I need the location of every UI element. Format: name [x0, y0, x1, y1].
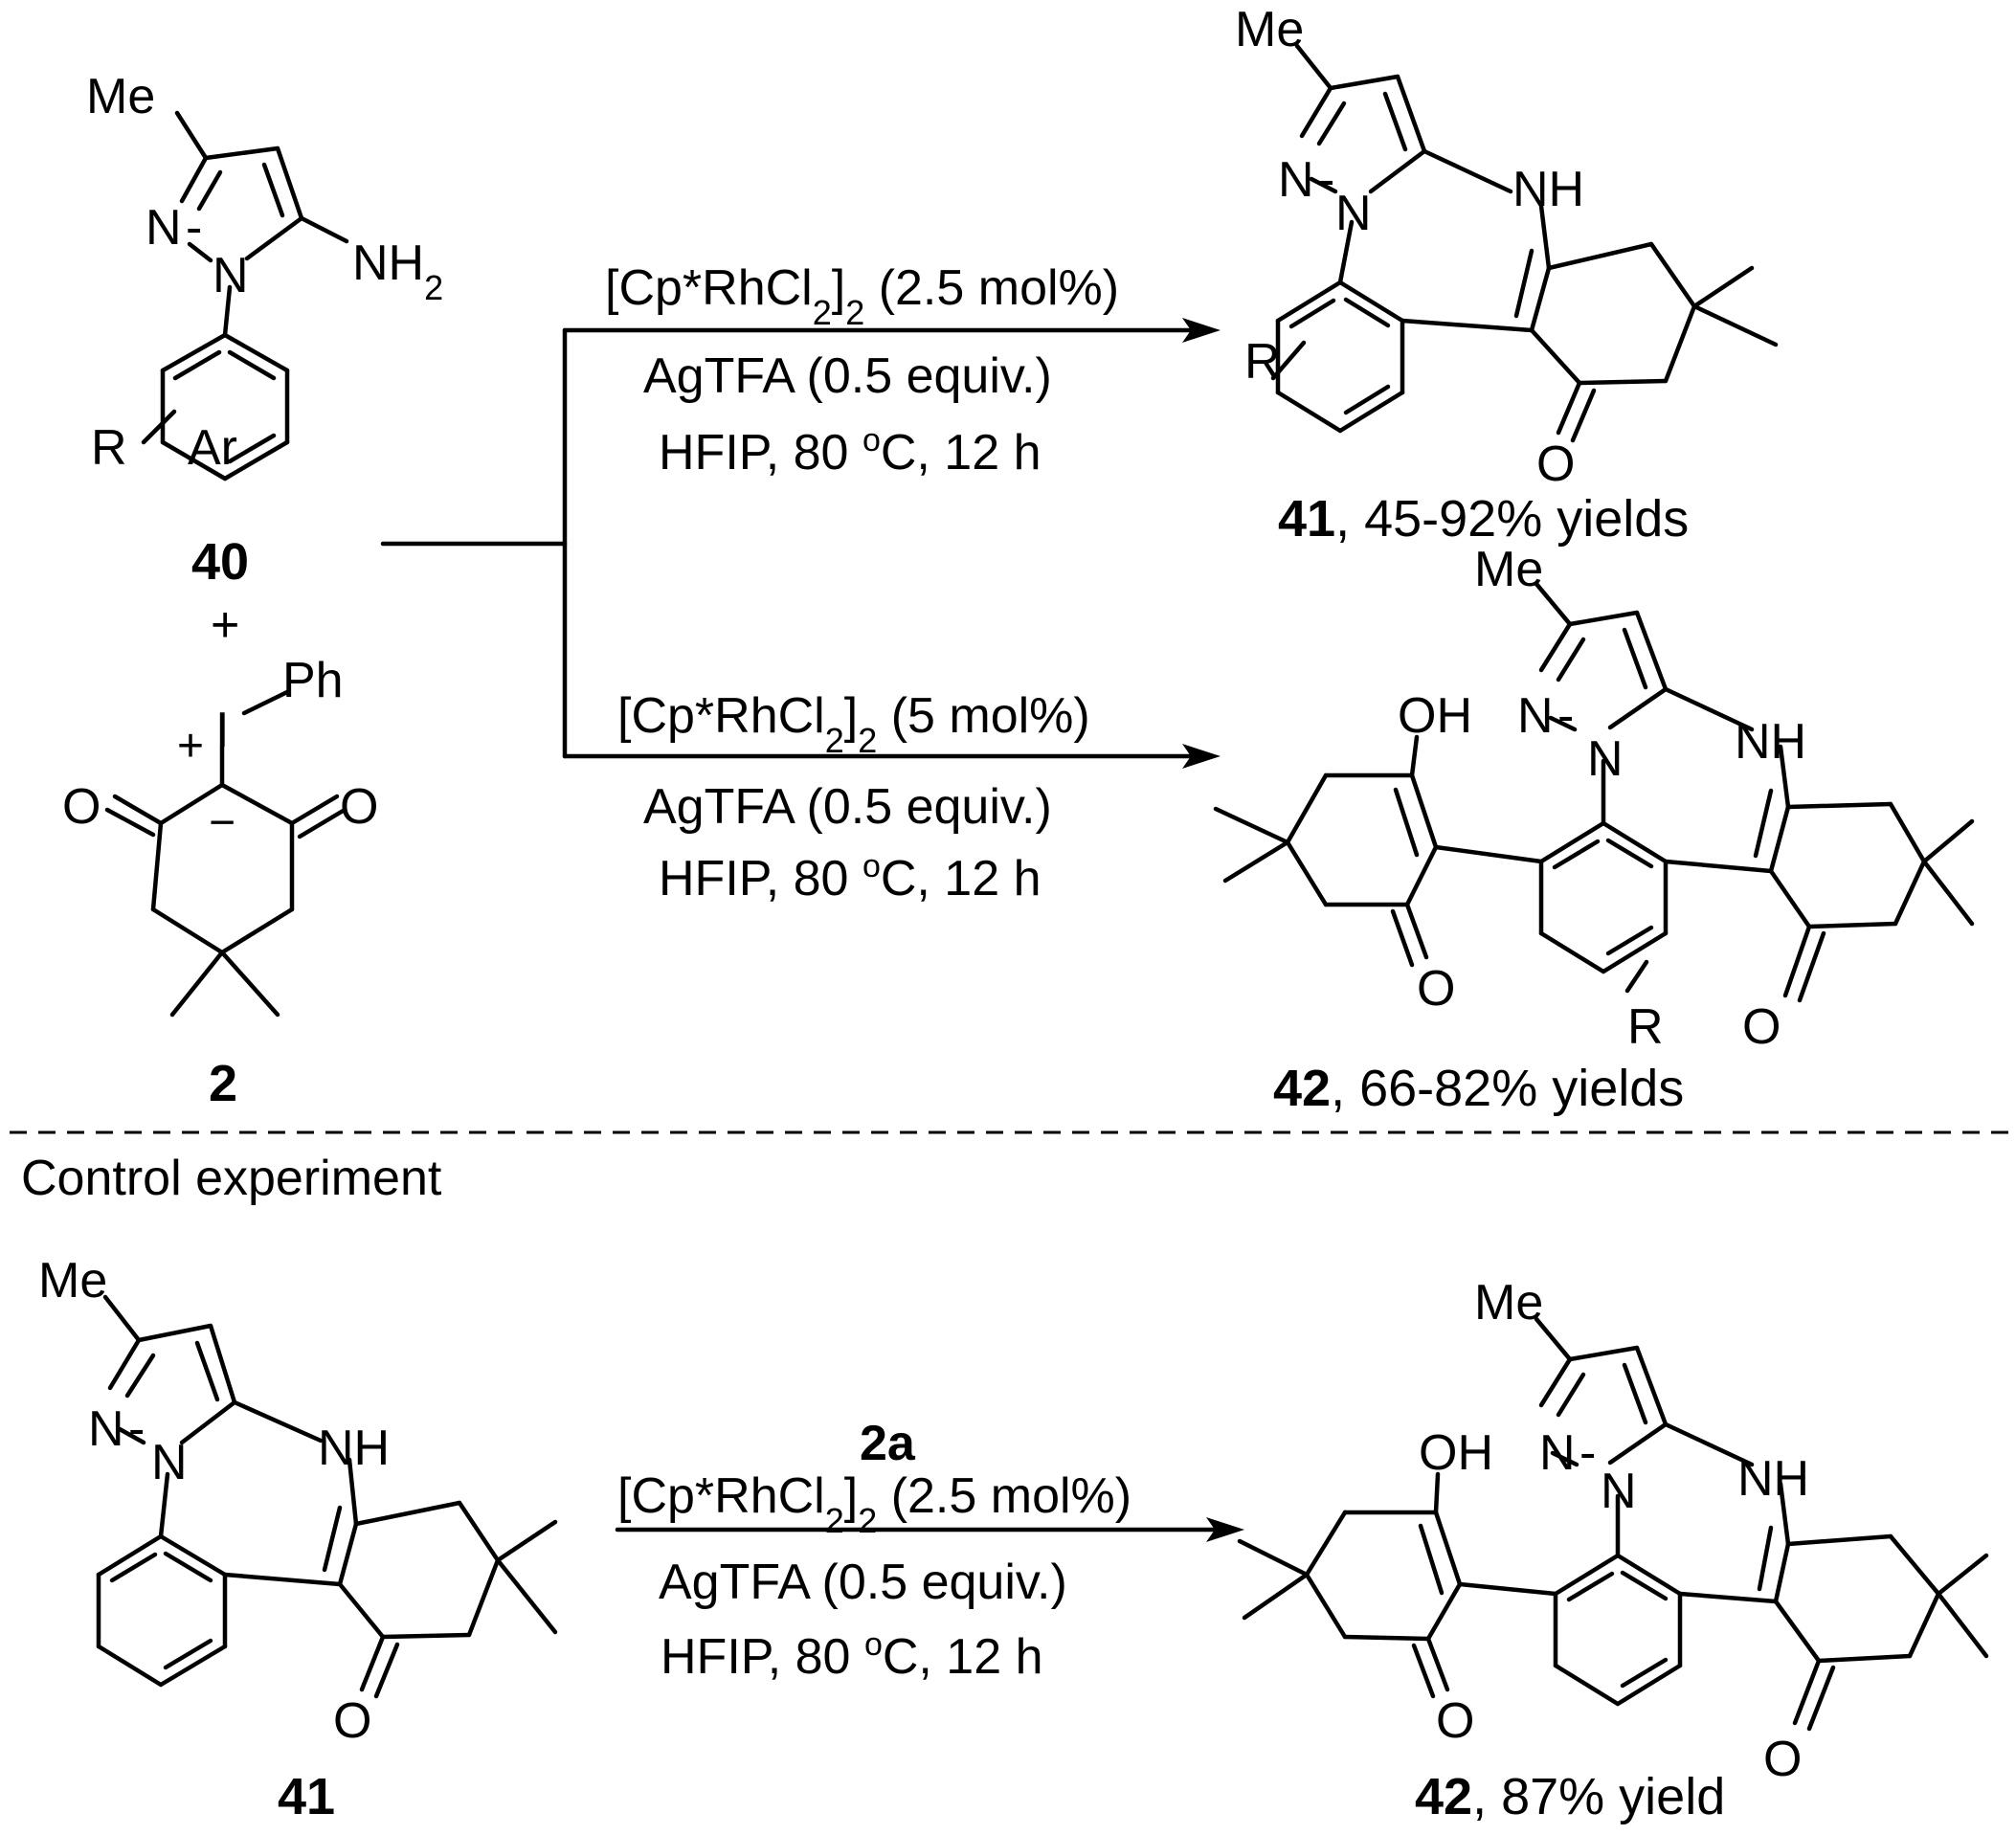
bottom-additive: AgTFA (0.5 equiv.): [659, 1555, 1067, 1610]
label-bond-dash: -: [1557, 688, 1574, 744]
label-me: Me: [38, 1253, 107, 1309]
label-me: Me: [1474, 1275, 1543, 1331]
compound-label-2: 2: [209, 1055, 237, 1112]
top-additive: AgTFA (0.5 equiv.): [643, 348, 1052, 404]
label-minus-charge: −: [209, 797, 235, 848]
label-r: R: [1244, 334, 1281, 390]
label-o: O: [333, 1693, 371, 1749]
label-r: R: [1627, 999, 1664, 1055]
label-ar: Ar: [188, 420, 237, 476]
middle-catalyst: [Cp*RhCl2]2 (5 mol%): [617, 688, 1090, 760]
label-o: O: [1763, 1732, 1802, 1787]
label-o: O: [1417, 961, 1455, 1017]
label-plus-charge: +: [177, 721, 204, 772]
label-o: O: [1536, 436, 1575, 492]
label-n: N: [88, 1401, 124, 1457]
label-bond-dash: -: [1579, 1425, 1596, 1481]
compound-41-caption: 41, 45-92% yields: [1278, 490, 1689, 548]
label-n: N: [213, 248, 249, 303]
label-n: N: [1335, 186, 1372, 241]
label-me: Me: [86, 69, 155, 124]
compound-41-structure: [1270, 43, 1779, 443]
label-r: R: [91, 420, 127, 476]
branching-arrows: [380, 318, 1221, 769]
label-bond-dash: -: [128, 1401, 145, 1457]
label-bond-dash: -: [186, 200, 202, 256]
label-n: N: [151, 1435, 188, 1490]
compound-42-bottom-caption: 42, 87% yield: [1415, 1768, 1725, 1825]
bottom-catalyst: [Cp*RhCl2]2 (2.5 mol%): [617, 1468, 1131, 1540]
label-ph: Ph: [282, 653, 344, 708]
compound-2-structure: [104, 689, 347, 1018]
label-oh: OH: [1419, 1425, 1493, 1481]
label-iodine: I: [215, 703, 229, 758]
control-experiment-title: Control experiment: [21, 1151, 442, 1206]
label-nh2: NH2: [352, 235, 443, 307]
label-o: O: [1742, 999, 1781, 1055]
compound-40-structure: [141, 110, 349, 481]
compound-42-structure: [1213, 581, 1975, 1003]
compound-41-bottom-structure: [96, 1294, 558, 1699]
label-nh: NH: [1512, 162, 1584, 217]
middle-additive: AgTFA (0.5 equiv.): [643, 779, 1052, 835]
label-o: O: [340, 779, 378, 835]
label-n: N: [1587, 731, 1624, 787]
label-n: N: [1601, 1464, 1637, 1519]
label-n: N: [1278, 152, 1314, 208]
compound-label-41-bottom: 41: [278, 1768, 335, 1825]
label-o: O: [1436, 1693, 1474, 1749]
label-oh: OH: [1398, 688, 1472, 744]
label-n: N: [1517, 688, 1554, 744]
label-n: N: [146, 200, 182, 256]
compound-label-40: 40: [191, 533, 249, 591]
label-o: O: [62, 779, 101, 835]
label-nh: NH: [318, 1421, 390, 1476]
top-conditions: HFIP, 80 oC, 12 h: [659, 422, 1042, 481]
top-catalyst: [Cp*RhCl2]2 (2.5 mol%): [605, 260, 1119, 332]
label-bond-dash: -: [1318, 152, 1334, 208]
bottom-conditions: HFIP, 80 oC, 12 h: [661, 1626, 1043, 1685]
bottom-reaction-arrow: [615, 1517, 1244, 1542]
label-me: Me: [1474, 542, 1543, 597]
plus-sign: +: [211, 597, 239, 653]
label-nh: NH: [1735, 714, 1806, 770]
label-nh: NH: [1737, 1451, 1809, 1507]
middle-conditions: HFIP, 80 oC, 12 h: [659, 848, 1042, 906]
compound-42-caption: 42, 66-82% yields: [1273, 1060, 1684, 1117]
label-n: N: [1539, 1425, 1576, 1481]
compound-42-bottom-structure: [1237, 1316, 1989, 1732]
reagent-2a: 2a: [860, 1416, 916, 1471]
label-me: Me: [1235, 2, 1304, 57]
